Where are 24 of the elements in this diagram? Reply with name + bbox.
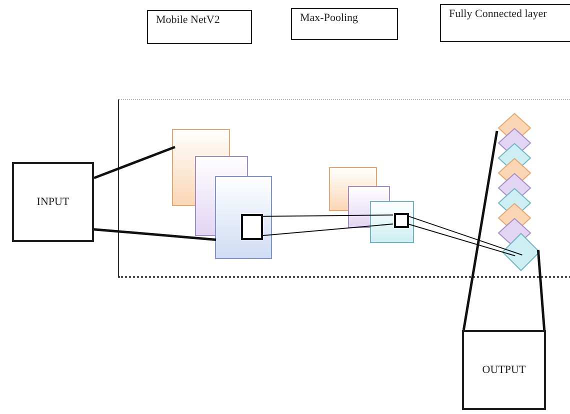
kernel-square (394, 213, 409, 228)
feature-map-stack-drawing (329, 167, 414, 243)
layer-name: Fully Connected layer (449, 8, 547, 20)
layer-name-box (147, 10, 252, 44)
connector-line (462, 130, 498, 330)
connector-line (536, 250, 546, 330)
layer-name: Max-Pooling (300, 12, 358, 24)
connector-line (94, 146, 176, 180)
connector-line (92, 228, 216, 242)
connector-line (408, 216, 523, 256)
node-label: OUTPUT (482, 364, 526, 376)
connector-line (262, 224, 394, 236)
node-label: INPUT (36, 196, 70, 208)
layer-name-box (291, 8, 398, 40)
neuron-column-drawing (498, 113, 540, 271)
layer-name: Mobile NetV2 (156, 14, 220, 26)
network-frame (118, 99, 570, 278)
connector-line (408, 224, 516, 256)
layer-name-box (440, 4, 570, 42)
connector-line (262, 214, 394, 217)
kernel-square (241, 214, 263, 240)
input-box (12, 162, 94, 242)
output-box (462, 330, 546, 410)
feature-map-stack-drawing (172, 129, 272, 259)
